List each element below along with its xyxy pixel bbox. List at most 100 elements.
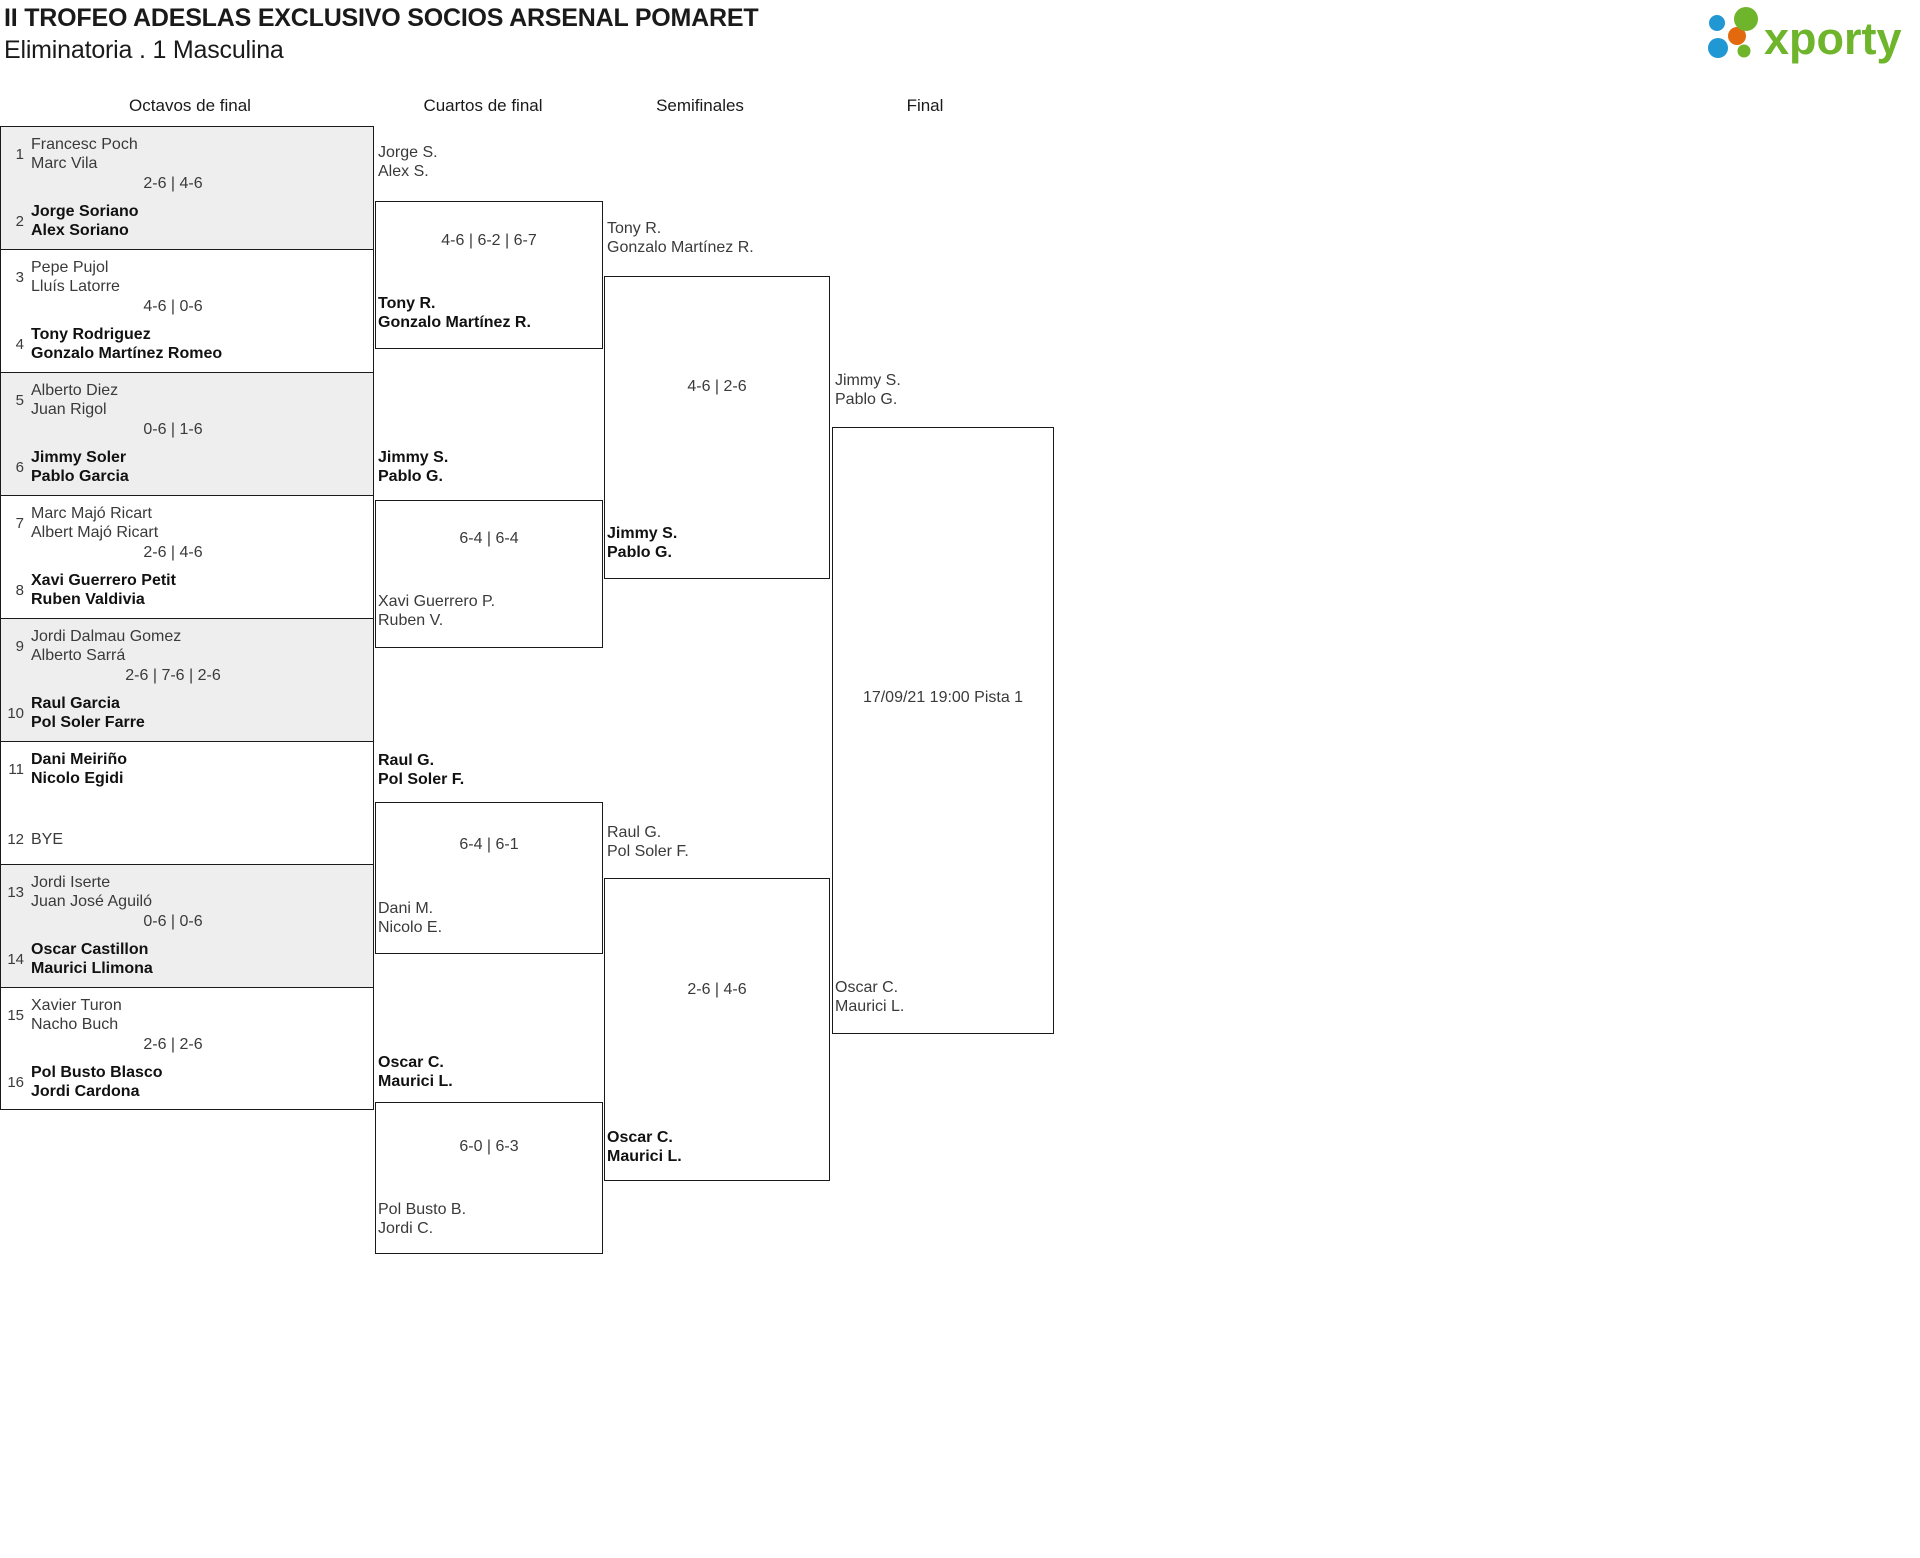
player-pair: Oscar Castillon Maurici Llimona	[31, 941, 153, 977]
player-pair: Xavi Guerrero Petit Ruben Valdivia	[31, 572, 176, 608]
r16-match-6[interactable]: 11 Dani Meiriño Nicolo Egidi 12 BYE	[0, 741, 374, 864]
round-header-octavos: Octavos de final	[129, 96, 251, 115]
r16-seat-14: 14 Oscar Castillon Maurici Llimona	[1, 940, 375, 978]
match-score: 2-6 | 7-6 | 2-6	[125, 667, 221, 684]
xporty-logo[interactable]: xporty	[1704, 6, 1904, 68]
r16-seat-3: 3 Pepe Pujol Lluís Latorre	[1, 258, 375, 296]
r16-seat-10: 10 Raul Garcia Pol Soler Farre	[1, 694, 375, 732]
r16-seat-1: 1 Francesc Poch Marc Vila	[1, 135, 375, 173]
round-header-cuartos: Cuartos de final	[423, 96, 543, 115]
sf-match-1[interactable]	[604, 276, 830, 579]
seed-number: 7	[15, 514, 24, 532]
match-score: 0-6 | 0-6	[143, 913, 203, 930]
player-pair: Pepe Pujol Lluís Latorre	[31, 259, 120, 295]
final-bottom-player-pair: Oscar C. Maurici L.	[835, 979, 905, 1015]
r16-match-3[interactable]: 5 Alberto Diez Juan Rigol 0-6 | 1-6 6 Ji…	[0, 372, 374, 495]
sf2-score: 2-6 | 4-6	[687, 981, 747, 998]
qf3-bottom-player-pair: Dani M. Nicolo E.	[378, 900, 443, 936]
final-match[interactable]	[832, 427, 1054, 1034]
sf2-top-player-pair: Raul G. Pol Soler F.	[607, 824, 689, 860]
round-of-16-column: 1 Francesc Poch Marc Vila 2-6 | 4-6 2 Jo…	[0, 126, 374, 1110]
player-pair: Jorge Soriano Alex Soriano	[31, 203, 139, 239]
sf2-bottom-player-pair: Oscar C. Maurici L.	[607, 1129, 682, 1165]
seed-number: 16	[7, 1073, 24, 1091]
round-header-final: Final	[906, 96, 944, 115]
r16-seat-11: 11 Dani Meiriño Nicolo Egidi	[1, 750, 375, 788]
qf4-score: 6-0 | 6-3	[459, 1138, 519, 1155]
player-pair: Marc Majó Ricart Albert Majó Ricart	[31, 505, 159, 541]
qf-match-2[interactable]	[375, 500, 603, 648]
seed-number: 10	[7, 704, 24, 722]
match-score: 0-6 | 1-6	[143, 421, 203, 438]
seed-number: 15	[7, 1006, 24, 1024]
qf-match-3[interactable]	[375, 802, 603, 954]
final-top-player-pair: Jimmy S. Pablo G.	[835, 372, 901, 408]
match-score: 2-6 | 2-6	[143, 1036, 203, 1053]
match-score: 4-6 | 0-6	[143, 298, 203, 315]
seed-number: 5	[15, 391, 24, 409]
seed-number: 12	[7, 831, 24, 848]
r16-seat-12: 12 BYE	[1, 830, 375, 849]
svg-text:xporty: xporty	[1764, 13, 1902, 64]
match-score: 2-6 | 4-6	[143, 544, 203, 561]
player-pair: Francesc Poch Marc Vila	[31, 136, 138, 172]
qf2-bottom-player-pair: Xavi Guerrero P. Ruben V.	[378, 593, 496, 629]
qf-match-1[interactable]	[375, 201, 603, 349]
r16-match-7[interactable]: 13 Jordi Iserte Juan José Aguiló 0-6 | 0…	[0, 864, 374, 987]
tournament-subtitle: Eliminatoria . 1 Masculina	[4, 36, 284, 64]
player-pair: Tony Rodriguez Gonzalo Martínez Romeo	[31, 326, 223, 362]
seed-number: 3	[15, 268, 24, 286]
qf3-score: 6-4 | 6-1	[459, 836, 519, 853]
r16-seat-15: 15 Xavier Turon Nacho Buch	[1, 996, 375, 1034]
r16-match-1[interactable]: 1 Francesc Poch Marc Vila 2-6 | 4-6 2 Jo…	[0, 126, 374, 249]
seed-number: 6	[15, 458, 24, 476]
bye-label: BYE	[31, 831, 64, 848]
r16-seat-6: 6 Jimmy Soler Pablo Garcia	[1, 448, 375, 486]
player-pair: Dani Meiriño Nicolo Egidi	[31, 751, 128, 787]
qf3-top-player-pair: Raul G. Pol Soler F.	[378, 752, 465, 788]
round-header-semifinales: Semifinales	[656, 96, 744, 115]
player-pair: Xavier Turon Nacho Buch	[31, 997, 122, 1033]
r16-seat-4: 4 Tony Rodriguez Gonzalo Martínez Romeo	[1, 325, 375, 363]
player-pair: Alberto Diez Juan Rigol	[31, 382, 119, 418]
sf-match-2[interactable]	[604, 878, 830, 1181]
r16-seat-7: 7 Marc Majó Ricart Albert Majó Ricart	[1, 504, 375, 542]
tournament-title: II TROFEO ADESLAS EXCLUSIVO SOCIOS ARSEN…	[4, 4, 759, 32]
player-pair: Jordi Iserte Juan José Aguiló	[31, 874, 152, 910]
qf-match-4[interactable]	[375, 1102, 603, 1254]
qf2-top-player-pair: Jimmy S. Pablo G.	[378, 449, 449, 485]
qf1-bottom-player-pair: Tony R. Gonzalo Martínez R.	[378, 295, 531, 331]
r16-seat-13: 13 Jordi Iserte Juan José Aguiló	[1, 873, 375, 911]
r16-seat-5: 5 Alberto Diez Juan Rigol	[1, 381, 375, 419]
player-pair: Raul Garcia Pol Soler Farre	[31, 695, 145, 731]
sf1-top-player-pair: Tony R. Gonzalo Martínez R.	[607, 220, 754, 256]
r16-seat-16: 16 Pol Busto Blasco Jordi Cardona	[1, 1063, 375, 1101]
sf1-score: 4-6 | 2-6	[687, 378, 747, 395]
r16-seat-9: 9 Jordi Dalmau Gomez Alberto Sarrá	[1, 627, 375, 665]
tournament-header: II TROFEO ADESLAS EXCLUSIVO SOCIOS ARSEN…	[4, 2, 759, 66]
r16-match-4[interactable]: 7 Marc Majó Ricart Albert Majó Ricart 2-…	[0, 495, 374, 618]
r16-match-5[interactable]: 9 Jordi Dalmau Gomez Alberto Sarrá 2-6 |…	[0, 618, 374, 741]
seed-number: 4	[15, 335, 24, 353]
seed-number: 11	[8, 760, 24, 778]
seed-number: 1	[15, 145, 24, 163]
qf4-bottom-player-pair: Pol Busto B. Jordi C.	[378, 1201, 467, 1237]
player-pair: Jordi Dalmau Gomez Alberto Sarrá	[31, 628, 182, 664]
player-pair: Pol Busto Blasco Jordi Cardona	[31, 1064, 163, 1100]
xporty-logo-icon: xporty	[1708, 7, 1902, 64]
qf1-top-player-pair: Jorge S. Alex S.	[378, 144, 438, 180]
r16-seat-2: 2 Jorge Soriano Alex Soriano	[1, 202, 375, 240]
r16-match-2[interactable]: 3 Pepe Pujol Lluís Latorre 4-6 | 0-6 4 T…	[0, 249, 374, 372]
player-pair: Jimmy Soler Pablo Garcia	[31, 449, 129, 485]
seed-number: 9	[15, 637, 24, 655]
r16-seat-8: 8 Xavi Guerrero Petit Ruben Valdivia	[1, 571, 375, 609]
r16-match-8[interactable]: 15 Xavier Turon Nacho Buch 2-6 | 2-6 16 …	[0, 987, 374, 1110]
seed-number: 8	[15, 581, 24, 599]
seed-number: 14	[7, 950, 24, 968]
sf1-bottom-player-pair: Jimmy S. Pablo G.	[607, 525, 678, 561]
seed-number: 13	[7, 883, 24, 901]
qf2-score: 6-4 | 6-4	[459, 530, 519, 547]
qf1-score: 4-6 | 6-2 | 6-7	[441, 232, 537, 249]
qf4-top-player-pair: Oscar C. Maurici L.	[378, 1054, 453, 1090]
